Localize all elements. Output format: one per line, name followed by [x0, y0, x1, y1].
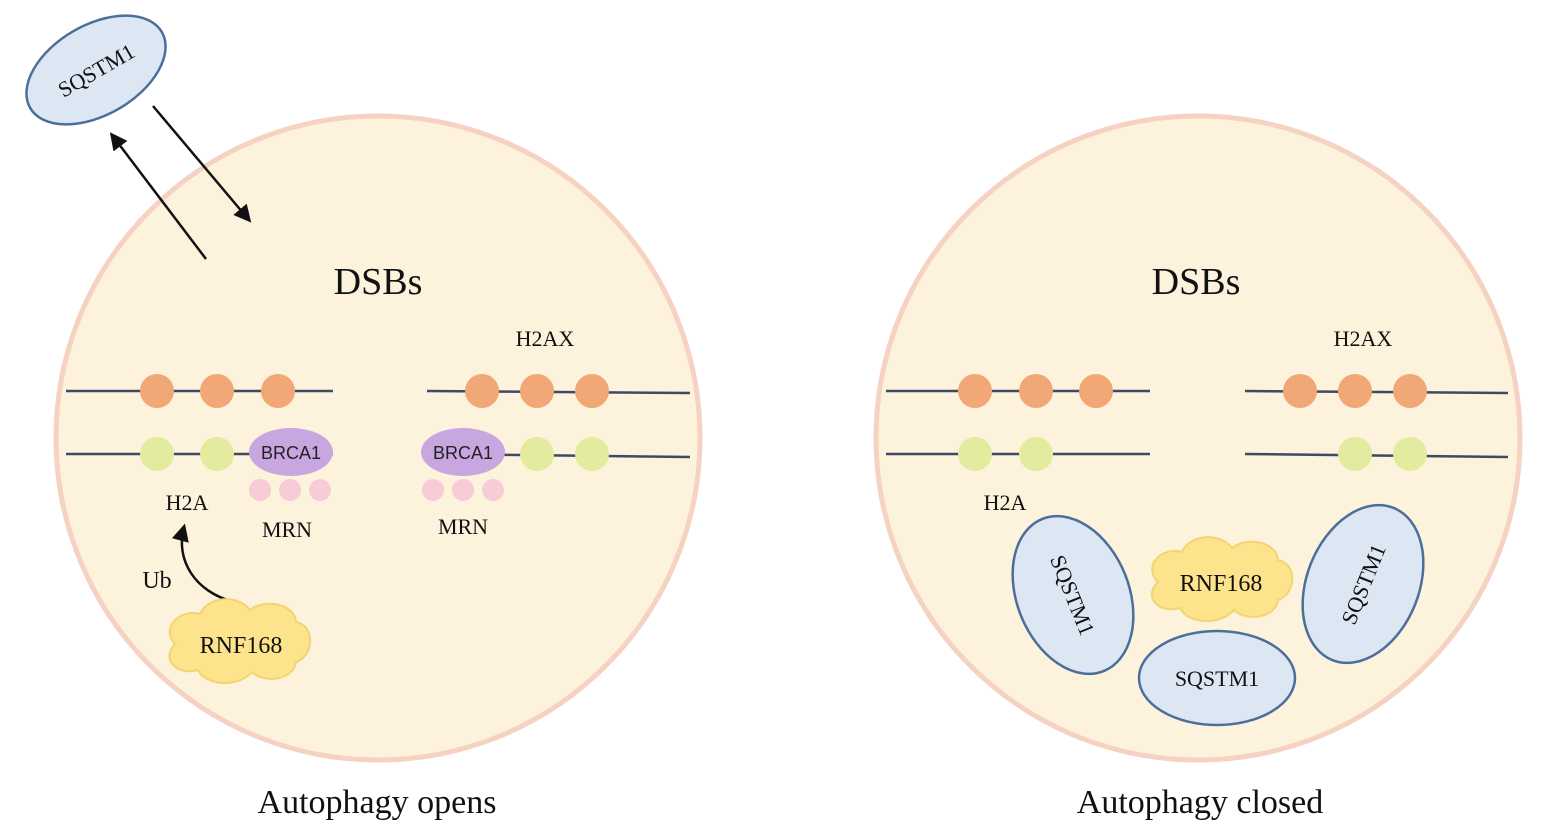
mrn-label: MRN [262, 517, 312, 542]
brca1-label: BRCA1 [433, 443, 493, 463]
left-title: DSBs [334, 261, 423, 303]
rnf168-cloud: RNF168 [168, 598, 312, 685]
h2a-node [1338, 437, 1372, 471]
sqstm1-right: SQSTM1 [1301, 503, 1425, 665]
h2ax-label: H2AX [1334, 326, 1393, 351]
mrn-dot [422, 479, 444, 501]
h2a-node [520, 437, 554, 471]
rnf168-label: RNF168 [200, 633, 283, 659]
h2ax-node [1079, 374, 1113, 408]
right-dna-bottom-b [1244, 452, 1509, 459]
ub-label: Ub [142, 568, 171, 594]
sqstm1-bottom: SQSTM1 [1137, 629, 1297, 727]
h2ax-node [520, 374, 554, 408]
right-caption: Autophagy closed [1077, 784, 1323, 821]
rnf168-cloud: RNF168 [1151, 536, 1294, 623]
h2ax-label: H2AX [516, 326, 575, 351]
mrn-label: MRN [438, 514, 488, 539]
h2a-node [958, 437, 992, 471]
h2a-label: H2A [166, 490, 209, 515]
h2a-node [140, 437, 174, 471]
h2ax-node [140, 374, 174, 408]
right-panel: DSBs H2AX H2A SQSTM1 SQSTM1 SQSTM1 [873, 113, 1523, 821]
h2ax-node [1338, 374, 1372, 408]
mrn-dot [452, 479, 474, 501]
left-caption: Autophagy opens [258, 784, 497, 821]
h2ax-node [958, 374, 992, 408]
ubiquitination-arrow [171, 523, 235, 604]
h2ax-node [1019, 374, 1053, 408]
h2ax-node [1393, 374, 1427, 408]
h2ax-node [200, 374, 234, 408]
brca1-label: BRCA1 [261, 443, 321, 463]
left-cell [53, 113, 703, 763]
rnf168-label: RNF168 [1180, 571, 1263, 597]
mrn-dot [279, 479, 301, 501]
sqstm1-label: SQSTM1 [1175, 666, 1259, 691]
h2a-node [200, 437, 234, 471]
h2a-node [1393, 437, 1427, 471]
right-title: DSBs [1152, 261, 1241, 303]
h2ax-node [1283, 374, 1317, 408]
h2a-node [1019, 437, 1053, 471]
left-panel: DSBs BRCA1 BRCA1 MRN MRN H2AX H2A [25, 14, 703, 821]
mrn-dot [482, 479, 504, 501]
h2ax-node [261, 374, 295, 408]
sqstm1-outside: SQSTM1 [25, 14, 167, 126]
mrn-dot [309, 479, 331, 501]
h2ax-node [465, 374, 499, 408]
h2ax-node [575, 374, 609, 408]
import-arrow [152, 105, 252, 223]
export-arrow [109, 132, 207, 260]
mrn-dot [249, 479, 271, 501]
brca1-protein [249, 428, 333, 476]
h2a-label: H2A [984, 490, 1027, 515]
brca1-protein [421, 428, 505, 476]
h2a-node [575, 437, 609, 471]
sqstm1-left: SQSTM1 [1011, 514, 1135, 676]
